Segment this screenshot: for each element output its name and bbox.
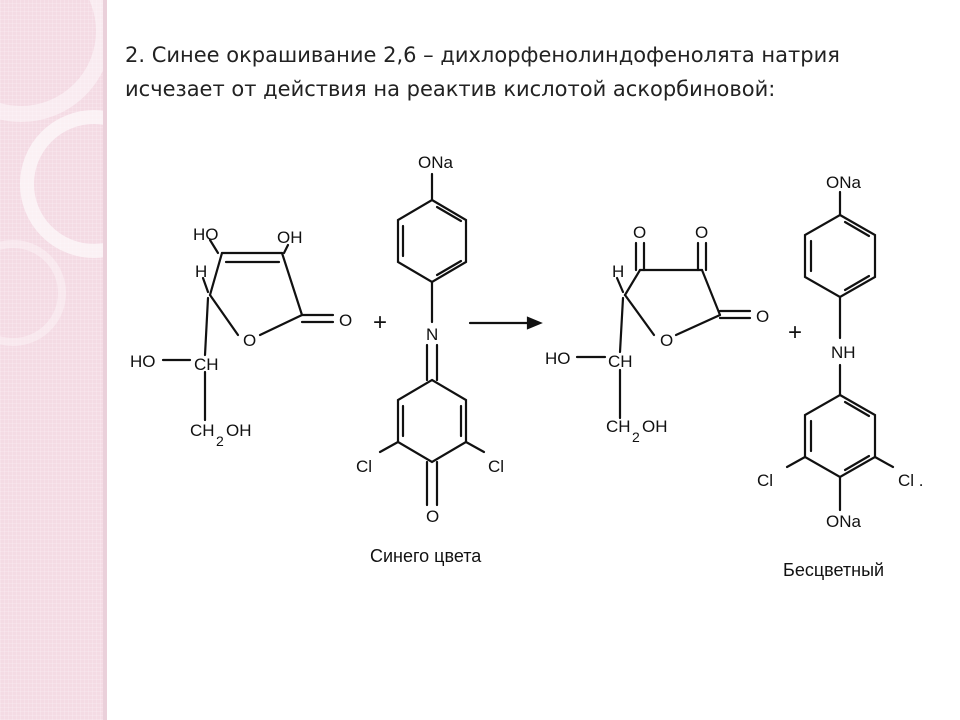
label-ho-1: HO (193, 225, 219, 244)
dcpip-structure (378, 172, 486, 507)
decorative-sidebar (0, 0, 107, 720)
caption-colorless: Бесцветный (783, 560, 884, 580)
label-carbonyl-o-2: O (756, 307, 769, 326)
reaction-arrow (468, 316, 543, 330)
label-cl-2: Cl (488, 457, 504, 476)
sidebar-edge (103, 0, 107, 720)
label-o-keto-1: O (633, 223, 646, 242)
label-ona-3: ONa (826, 512, 862, 531)
label-cl-3: Cl (757, 471, 773, 490)
plus-sign: + (373, 309, 387, 336)
label-ch2-1: CH (190, 421, 215, 440)
label-cl-4: Cl . (898, 471, 924, 490)
label-ona-2: ONa (826, 173, 862, 192)
label-sub2-1: 2 (216, 433, 224, 449)
label-ch-2: CH (608, 352, 633, 371)
captions: Синего цвета Бесцветный (370, 546, 884, 580)
slide-text-line-2: исчезает от действия на реактив кислотой… (125, 77, 776, 101)
label-n-1: N (426, 325, 438, 344)
label-ch2-2: CH (606, 417, 631, 436)
label-ch-1: CH (194, 355, 219, 374)
label-cl-1: Cl (356, 457, 372, 476)
label-oh-1: OH (277, 228, 303, 247)
label-ring-o-2: O (660, 331, 673, 350)
leuco-form-structure (785, 190, 895, 512)
plus-sign: + (788, 319, 802, 346)
label-ho-2: HO (130, 352, 156, 371)
label-nh: NH (831, 343, 856, 362)
label-ho-3: HO (545, 349, 571, 368)
ascorbic-acid-structure (161, 238, 335, 422)
label-ring-o-1: O (243, 331, 256, 350)
atom-labels: HO OH H O O HO CH CH 2 OH ONa N Cl Cl O … (130, 153, 924, 531)
slide-text-line-1: 2. Синее окрашивание 2,6 – дихлорфенолин… (125, 43, 840, 67)
label-ona-1: ONa (418, 153, 454, 172)
decor-ring-small (0, 240, 66, 346)
label-oh-tail-1: OH (226, 421, 252, 440)
label-o-keto-2: O (695, 223, 708, 242)
label-oh-tail-2: OH (642, 417, 668, 436)
label-sub2-2: 2 (632, 429, 640, 445)
label-h-1: H (195, 262, 207, 281)
dehydroascorbic-acid-structure (575, 241, 752, 420)
caption-blue: Синего цвета (370, 546, 482, 566)
label-carbonyl-o-1: O (339, 311, 352, 330)
slide-text: 2. Синее окрашивание 2,6 – дихлорфенолин… (125, 38, 925, 106)
label-h-2: H (612, 262, 624, 281)
label-o-quinone: O (426, 507, 439, 526)
